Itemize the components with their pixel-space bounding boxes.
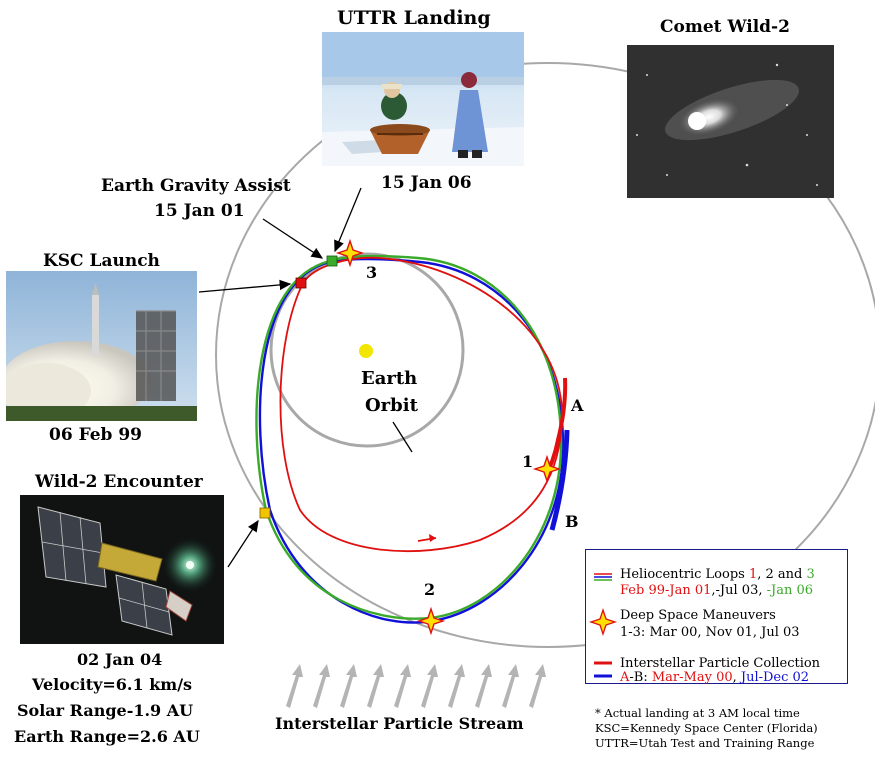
- maneuver-star-2: [416, 606, 446, 636]
- encounter-velocity: Velocity=6.1 km/s: [32, 675, 193, 694]
- ega-title: Earth Gravity Assist: [101, 176, 291, 196]
- loop-2-trajectory: [258, 257, 565, 624]
- footnote-2: KSC=Kennedy Space Center (Florida): [595, 721, 818, 735]
- point-b-label: B: [565, 512, 579, 531]
- uttr-date: 15 Jan 06: [381, 173, 472, 193]
- encounter-photo: [20, 495, 224, 644]
- footnote-1: * Actual landing at 3 AM local time: [595, 706, 800, 720]
- legend-ipc-line2: A-B: Mar-May 00, Jul-Dec 02: [620, 670, 810, 685]
- ksc-date: 06 Feb 99: [49, 425, 142, 445]
- encounter-earth-range: Earth Range=2.6 AU: [14, 727, 200, 746]
- legend-box: Heliocentric Loops 1, 2 and 3 Feb 99-Jan…: [585, 549, 848, 685]
- encounter-title: Wild-2 Encounter: [35, 472, 203, 492]
- ksc-launch-photo: [6, 271, 197, 421]
- legend-loops-dates: Feb 99-Jan 01,-Jul 03, -Jan 06: [620, 583, 814, 598]
- launch-pointer: [198, 279, 292, 293]
- encounter-marker: [259, 507, 271, 519]
- maneuver-3-label: 3: [366, 263, 378, 282]
- launch-marker: [295, 277, 307, 289]
- legend-ipc-line1: Interstellar Particle Collection: [620, 656, 821, 671]
- earth-orbit-label-1: Earth: [361, 368, 418, 389]
- comet-title: Comet Wild-2: [660, 17, 790, 37]
- legend-dsm-line2: 1-3: Mar 00, Nov 01, Jul 03: [620, 625, 800, 640]
- gravity-assist-marker: [326, 255, 338, 267]
- stream-arrow: [475, 664, 492, 708]
- direction-arrow-head: [429, 534, 436, 542]
- encounter-date: 02 Jan 04: [77, 650, 163, 669]
- uttr-landing-photo: [322, 32, 524, 166]
- particle-stream-label: Interstellar Particle Stream: [275, 714, 524, 733]
- maneuver-1-label: 1: [522, 452, 534, 471]
- maneuver-star-1: [532, 454, 562, 484]
- uttr-title: UTTR Landing: [337, 7, 491, 29]
- stream-arrow: [529, 664, 546, 708]
- sun: [359, 344, 373, 358]
- ega-date: 15 Jan 01: [154, 201, 245, 221]
- ksc-title: KSC Launch: [43, 251, 160, 271]
- collection-arc-blue: [549, 429, 570, 531]
- comet-orbit: [215, 62, 875, 648]
- earth-orbit: [269, 252, 465, 448]
- legend-dsm-line1: Deep Space Maneuvers: [620, 608, 776, 623]
- particle-stream-arrows: [286, 664, 546, 708]
- encounter-pointer: [227, 519, 259, 568]
- stream-arrow: [286, 664, 303, 708]
- stream-arrow: [421, 664, 438, 708]
- legend-loops-line: Heliocentric Loops 1, 2 and 3: [620, 567, 815, 582]
- earth-orbit-pointer: [392, 421, 413, 453]
- point-a-label: A: [571, 396, 584, 415]
- maneuver-star-3: [335, 238, 365, 268]
- loop-1-trajectory: [279, 256, 563, 553]
- uttr-pointer: [334, 187, 362, 253]
- stream-arrow: [502, 664, 519, 708]
- stream-arrow: [367, 664, 384, 708]
- stream-arrow: [340, 664, 357, 708]
- stream-arrow: [448, 664, 465, 708]
- loop-3-trajectory: [255, 254, 563, 620]
- maneuver-2-label: 2: [424, 580, 436, 599]
- legend-star-icon: [588, 607, 618, 637]
- earth-orbit-label-2: Orbit: [365, 395, 418, 416]
- stream-arrow: [394, 664, 411, 708]
- stream-arrow: [313, 664, 330, 708]
- footnote-3: UTTR=Utah Test and Training Range: [595, 736, 815, 750]
- footnotes: * Actual landing at 3 AM local time KSC=…: [595, 706, 818, 751]
- comet-wild2-photo: [627, 45, 834, 198]
- encounter-solar-range: Solar Range-1.9 AU: [17, 701, 194, 720]
- gravity-assist-pointer: [262, 218, 324, 259]
